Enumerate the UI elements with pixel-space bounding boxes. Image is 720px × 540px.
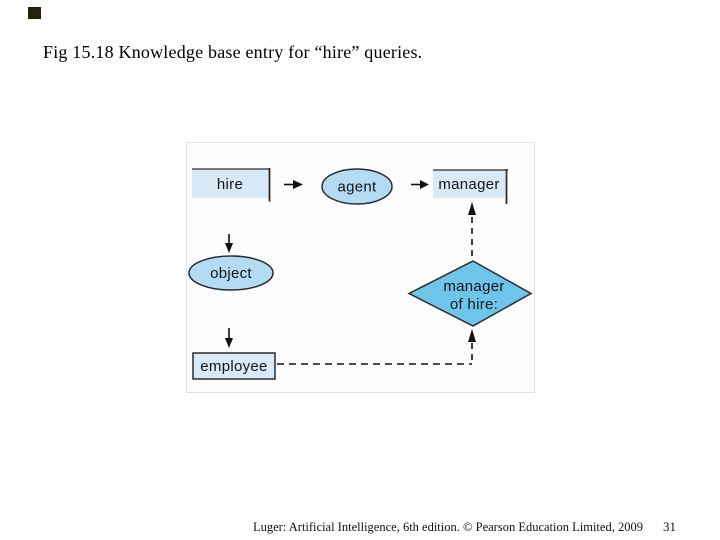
node-hire-label: hire [217,176,243,193]
arrow-right-icon [293,180,303,189]
arrow-down-icon [225,338,233,348]
up-arrowhead-icon [468,202,476,215]
arrow-down-icon [225,243,233,253]
relation-diamond [407,260,533,327]
corner-accent-mark [28,7,41,19]
node-object-ellipse [188,255,274,291]
up-arrowhead-icon [468,329,476,342]
diamond-label-line1: manager [443,278,504,295]
page-number: 31 [663,519,676,534]
node-employee-box [192,352,276,380]
diagram-svg: hire agent manager object [188,168,533,380]
figure-card: hire agent manager object [186,142,535,393]
node-manager-label: manager [438,176,499,193]
arrow-right-icon [420,180,429,189]
node-agent-ellipse [321,168,393,205]
page-title: Fig 15.18 Knowledge base entry for “hire… [43,42,423,62]
footer-credit: Luger: Artificial Intelligence, 6th edit… [253,520,643,534]
diamond-label-line2: of hire: [450,296,498,313]
node-employee-label: employee [200,358,267,375]
node-manager-box [433,170,505,198]
node-hire-box [192,169,269,198]
node-agent-label: agent [337,179,377,196]
node-object-label: object [210,265,252,282]
